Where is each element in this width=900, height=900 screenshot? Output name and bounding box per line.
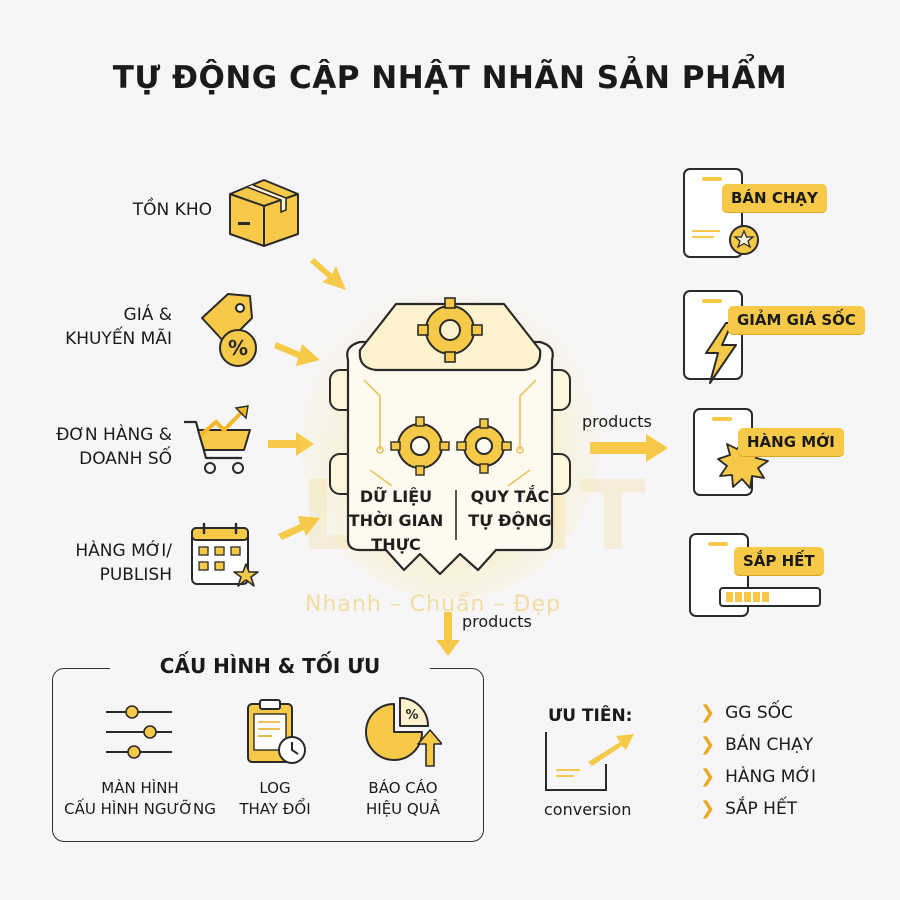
svg-text:%: %	[405, 708, 418, 723]
gear-icon	[417, 297, 483, 363]
gear-icon	[456, 418, 512, 474]
svg-text:%: %	[228, 336, 248, 360]
price-tag-icon: %	[201, 293, 257, 367]
cart-trend-icon	[184, 405, 251, 474]
chevron-right-icon: ❯	[700, 702, 716, 723]
box-icon	[229, 179, 299, 247]
badge-bestseller: BÁN CHẠY	[722, 184, 827, 212]
label-card-bestseller	[683, 168, 759, 258]
gear-icon	[390, 416, 450, 476]
badge-flash-sale: GIẢM GIÁ SỐC	[728, 306, 865, 334]
label-card-flash-sale	[683, 290, 743, 384]
config-item-threshold: MÀN HÌNH CẤU HÌNH NGƯỠNG	[64, 779, 216, 818]
chevron-right-icon: ❯	[700, 734, 716, 755]
clipboard-clock-icon	[247, 699, 306, 764]
input-label-new-items: HÀNG MỚI/ PUBLISH	[75, 541, 172, 585]
priority-item: ❯SẮP HẾT	[700, 798, 798, 819]
engine-realtime-data: DỮ LIỆU THỜI GIAN THỰC	[348, 487, 444, 554]
flow-right-label: products	[582, 412, 652, 431]
chevron-right-icon: ❯	[700, 766, 716, 787]
label-card-low-stock	[689, 533, 821, 617]
config-item-report: BÁO CÁO HIỆU QUẢ	[366, 779, 440, 818]
page-title: TỰ ĐỘNG CẬP NHẬT NHÃN SẢN PHẨM	[112, 60, 788, 96]
priority-item: ❯BÁN CHẠY	[700, 734, 814, 755]
config-item-log: LOG THAY ĐỔI	[239, 779, 311, 818]
conversion-icon	[545, 732, 634, 791]
calendar-star-icon	[191, 523, 259, 587]
sliders-icon	[106, 705, 172, 759]
input-label-price: GIÁ & KHUYẾN MÃI	[65, 305, 172, 349]
priority-title: ƯU TIÊN:	[548, 706, 633, 726]
chevron-right-icon: ❯	[700, 798, 716, 819]
input-label-orders: ĐƠN HÀNG & DOANH SỐ	[56, 425, 172, 469]
input-label-inventory: TỒN KHO	[132, 200, 212, 220]
flow-down-label: products	[462, 612, 532, 631]
conversion-label: conversion	[544, 800, 632, 819]
config-title: CẤU HÌNH & TỐI ƯU	[110, 654, 430, 678]
engine-auto-rules: QUY TẮC TỰ ĐỘNG	[468, 487, 552, 530]
priority-item: ❯HÀNG MỚI	[700, 766, 817, 787]
pie-chart-icon: %	[365, 697, 442, 767]
priority-item: ❯GG SỐC	[700, 702, 793, 723]
badge-new: HÀNG MỚI	[738, 428, 844, 456]
engine-cube	[300, 280, 600, 600]
badge-low-stock: SẮP HẾT	[734, 547, 824, 575]
